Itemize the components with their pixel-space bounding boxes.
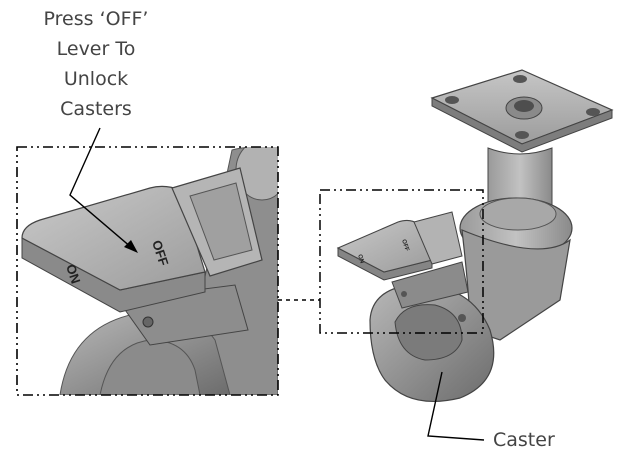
mount-hole bbox=[445, 96, 459, 104]
zoom-frame bbox=[16, 146, 279, 396]
mount-hole bbox=[515, 131, 529, 139]
mount-plate-edge bbox=[431, 97, 613, 153]
mount-hole bbox=[513, 75, 527, 83]
wheel-hub bbox=[394, 304, 463, 361]
caster-label: Caster bbox=[493, 429, 555, 451]
lever-bracket bbox=[391, 261, 469, 309]
axle-bolt bbox=[458, 314, 466, 322]
detail-frame bbox=[319, 189, 484, 334]
lever-bolt bbox=[401, 291, 407, 297]
mount-center-hole bbox=[514, 100, 534, 112]
zoomed-lever-view: OFF ON bbox=[21, 147, 278, 395]
unlock-callout-line-3: Unlock bbox=[64, 68, 128, 90]
unlock-callout-line-2: Lever To bbox=[57, 38, 136, 60]
unlock-leader bbox=[69, 127, 133, 249]
zoom-pedal-housing-inner bbox=[189, 182, 253, 261]
lever-housing bbox=[413, 211, 463, 265]
unlock-callout: Press ‘OFF’ Lever To Unlock Casters bbox=[44, 8, 149, 120]
unlock-leader-arrow bbox=[124, 240, 138, 253]
zoom-on-label: ON bbox=[63, 262, 83, 285]
mount-hole bbox=[586, 108, 600, 116]
zoom-bolt bbox=[142, 316, 154, 328]
unlock-callout-line-1: Press ‘OFF’ bbox=[44, 8, 149, 30]
swivel-collar-top bbox=[479, 197, 557, 231]
caster-assembly: OFF ON bbox=[336, 69, 614, 403]
lever-off-label: OFF bbox=[400, 239, 410, 253]
caster-leader bbox=[427, 371, 485, 441]
lever-on-label: ON bbox=[356, 254, 364, 264]
unlock-callout-line-4: Casters bbox=[60, 98, 132, 120]
